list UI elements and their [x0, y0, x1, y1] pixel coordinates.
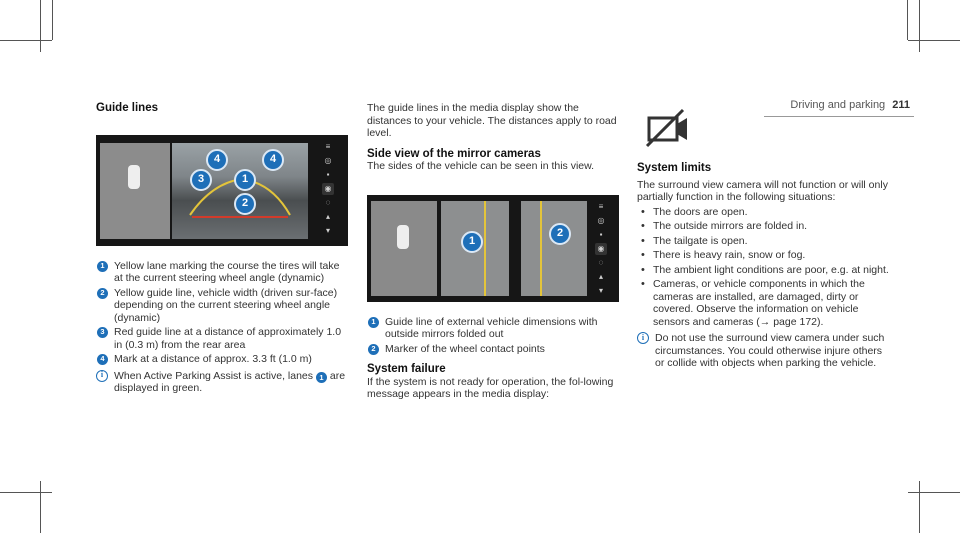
item-number: 3: [97, 327, 108, 338]
crop-mark: [0, 40, 52, 41]
heading-guide-lines: Guide lines: [96, 102, 158, 114]
top-view-panel: [100, 142, 170, 239]
list-item: The outside mirrors are folded in.: [637, 220, 889, 233]
list-item: 4 Mark at a distance of approx. 3.3 ft (…: [96, 353, 348, 366]
menu-icon: ◉: [322, 182, 334, 195]
heading-system-limits: System limits: [637, 162, 712, 174]
info-text: Do not use the surround view camera unde…: [655, 332, 885, 369]
intro-text: The guide lines in the media display sho…: [367, 102, 617, 139]
crop-mark: [40, 481, 41, 533]
list-item: The doors are open.: [637, 206, 889, 219]
item-text: Mark at a distance of approx. 3.3 ft (1.…: [114, 353, 312, 365]
column-side-view: The guide lines in the media display sho…: [367, 102, 619, 401]
callout-marker: 2: [234, 192, 256, 215]
side-view-text: The sides of the vehicle can be seen in …: [367, 160, 595, 172]
heading-side-view: Side view of the mirror cameras: [367, 147, 541, 160]
list-item: 1 Guide line of external vehicle dimensi…: [367, 316, 619, 341]
menu-icon: ◎: [597, 215, 605, 225]
guide-lines-figure: ≡ ◎ ▪ ◉ ◌ ▴ ▾ 4 4 3 1 2: [96, 134, 348, 246]
vehicle-icon: [397, 224, 409, 249]
menu-icon: ◌: [325, 197, 331, 207]
callout-marker: 1: [461, 230, 483, 253]
info-note: i When Active Parking Assist is active, …: [96, 369, 348, 395]
crop-mark: [40, 0, 41, 52]
right-mirror-view: [521, 200, 587, 296]
vehicle-icon: [128, 164, 140, 189]
callout-marker: 1: [234, 168, 256, 191]
guide-lines-overlay: [189, 177, 291, 218]
item-number: 1: [315, 372, 327, 384]
item-text: Red guide line at a distance of approxim…: [114, 326, 342, 351]
list-item: 2 Yellow guide line, vehicle width (driv…: [96, 287, 348, 325]
camera-off-icon: [637, 102, 889, 162]
crop-mark: [907, 0, 908, 40]
item-text: Guide line of external vehicle dimension…: [385, 315, 598, 341]
crop-mark: [919, 0, 920, 52]
item-number: 2: [97, 287, 108, 299]
guide-lines-overlay: [484, 200, 542, 296]
heading-system-failure: System failure: [367, 363, 446, 375]
list-item: 2 Marker of the wheel contact points: [367, 343, 619, 356]
item-text: Yellow guide line, vehicle width (driven…: [114, 286, 338, 324]
menu-strip: ≡ ◎ ▪ ◉ ◌ ▴ ▾: [595, 195, 615, 302]
callout-marker: 3: [190, 168, 212, 191]
system-failure-text: If the system is not ready for operation…: [367, 375, 614, 401]
system-limits-intro: The surround view camera will not functi…: [637, 178, 888, 204]
column-guide-lines: Guide lines ≡ ◎ ▪ ◉ ◌ ▴ ▾ 4 4 3 1 2 1 Ye…: [96, 102, 348, 397]
menu-icon: ▾: [598, 285, 603, 295]
menu-icon: ▾: [325, 225, 330, 235]
crop-mark: [0, 492, 52, 493]
item-number: 1: [97, 260, 108, 272]
menu-strip: ≡ ◎ ▪ ◉ ◌ ▴ ▾: [322, 135, 342, 246]
menu-icon: ◌: [598, 257, 604, 267]
section-title: Driving and parking: [790, 99, 886, 111]
list-item: The ambient light conditions are poor, e…: [637, 264, 889, 277]
menu-icon: ≡: [325, 141, 331, 151]
page-number: 211: [892, 99, 910, 111]
menu-icon: ▪: [326, 169, 330, 179]
item-text: Yellow lane marking the course the tires…: [114, 259, 340, 285]
page-header: Driving and parking 211: [790, 99, 910, 111]
menu-icon: ▪: [599, 229, 603, 239]
column-system-limits: System limits The surround view camera w…: [637, 102, 889, 372]
callout-marker: 2: [549, 222, 571, 245]
info-text-b: are displayed in green.: [114, 369, 346, 395]
item-number: 2: [368, 343, 379, 355]
crop-mark: [908, 40, 960, 41]
info-icon: i: [96, 369, 108, 382]
list-item: The tailgate is open.: [637, 235, 889, 248]
item-number: 1: [368, 316, 379, 328]
rear-camera-view: [172, 142, 308, 239]
item-text: Marker of the wheel contact points: [385, 342, 545, 355]
callout-marker: 4: [206, 148, 228, 171]
info-text-a: When Active Parking Assist is active, la…: [114, 369, 314, 382]
crop-mark: [919, 481, 920, 533]
list-item: 3 Red guide line at a distance of approx…: [96, 326, 348, 351]
header-rule: [764, 116, 914, 117]
crop-mark: [908, 492, 960, 493]
callout-marker: 4: [262, 148, 284, 171]
item-number: 4: [97, 354, 108, 365]
list-item: There is heavy rain, snow or fog.: [637, 249, 889, 262]
menu-icon: ◉: [595, 242, 607, 255]
menu-icon: ◎: [324, 155, 332, 165]
crop-mark: [52, 0, 53, 40]
info-icon: i: [637, 332, 649, 344]
menu-icon: ≡: [598, 201, 604, 211]
menu-icon: ▴: [598, 271, 603, 281]
menu-icon: ▴: [325, 211, 330, 221]
info-note: i Do not use the surround view camera un…: [637, 332, 889, 370]
list-item: Cameras, or vehicle components in which …: [637, 278, 889, 328]
list-item: 1 Yellow lane marking the course the tir…: [96, 260, 348, 285]
side-view-figure: ≡ ◎ ▪ ◉ ◌ ▴ ▾ 1 2: [367, 194, 619, 302]
